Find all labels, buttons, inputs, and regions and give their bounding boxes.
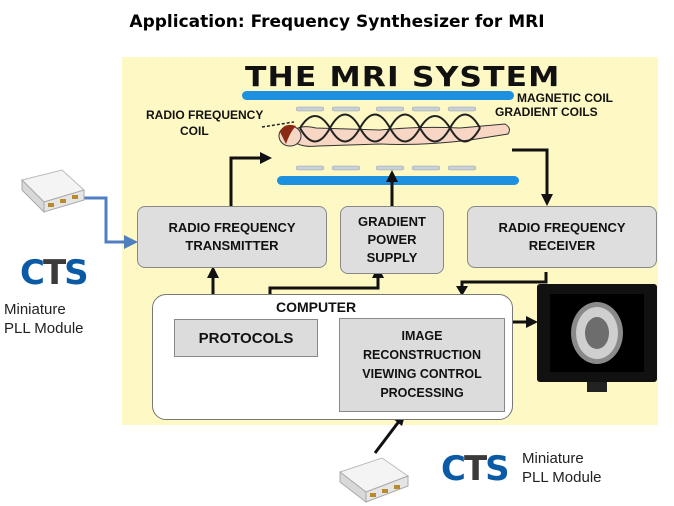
- module-1-line2: PLL Module: [4, 320, 84, 337]
- pll-chip-1: [21, 169, 85, 214]
- rf-transmitter-line1: RADIO FREQUENCY: [168, 220, 296, 235]
- arrow-heads: [207, 152, 553, 328]
- gradient-line1: GRADIENT: [358, 214, 426, 229]
- gradient-line3: SUPPLY: [366, 250, 418, 265]
- module-label-2: Miniature PLL Module: [522, 449, 602, 487]
- image-line1: IMAGE: [401, 329, 443, 343]
- monitor-icon: [537, 284, 657, 392]
- rf-transmitter-block: RADIO FREQUENCY TRANSMITTER: [137, 206, 327, 268]
- module-2-line2: PLL Module: [522, 469, 602, 486]
- pll-to-image-arrow: [373, 419, 402, 454]
- cts-logo-t: T: [42, 253, 66, 293]
- module-1-line1: Miniature: [4, 301, 66, 318]
- module-2-line1: Miniature: [522, 450, 584, 467]
- cts-logo-2: CTS: [441, 449, 510, 489]
- computer-label: COMPUTER: [276, 299, 357, 315]
- image-line2: RECONSTRUCTION: [362, 348, 482, 362]
- magnetic-coil-label: MAGNETIC COIL: [517, 91, 613, 105]
- mri-system-heading: THE MRI SYSTEM: [245, 60, 561, 93]
- cts-logo-s: S: [64, 253, 88, 293]
- rf-transmitter-line2: TRANSMITTER: [185, 238, 279, 253]
- magnetic-coil-bottom: [277, 176, 519, 185]
- gradient-coils-label: GRADIENT COILS: [495, 105, 598, 119]
- image-line3: VIEWING CONTROL: [362, 367, 482, 381]
- pll-to-transmitter-arrow: [82, 196, 126, 244]
- cts-logo-1: CTS: [20, 253, 89, 293]
- gradient-coil-segments: [295, 106, 477, 171]
- image-processing-block: IMAGE RECONSTRUCTION VIEWING CONTROL PRO…: [339, 318, 505, 412]
- pll-chip-2: [338, 457, 410, 504]
- rf-receiver-line1: RADIO FREQUENCY: [498, 220, 626, 235]
- magnetic-coil-top: [242, 91, 514, 100]
- rf-coil-label-line1: RADIO FREQUENCY: [146, 108, 264, 122]
- cts-logo-c: C: [441, 449, 466, 489]
- cts-logo-t: T: [463, 449, 487, 489]
- cts-logo-s: S: [485, 449, 509, 489]
- image-line4: PROCESSING: [380, 386, 464, 400]
- protocols-block: PROTOCOLS: [174, 319, 318, 357]
- rf-receiver-line2: RECEIVER: [528, 238, 596, 253]
- cts-logo-c: C: [20, 253, 45, 293]
- gradient-line2: POWER: [367, 232, 417, 247]
- rf-coil-label-line2: COIL: [180, 124, 209, 138]
- gradient-power-supply-block: GRADIENT POWER SUPPLY: [340, 206, 444, 274]
- slide-title: Application: Frequency Synthesizer for M…: [129, 12, 545, 32]
- module-label-1: Miniature PLL Module: [4, 300, 84, 338]
- rf-receiver-block: RADIO FREQUENCY RECEIVER: [467, 206, 657, 268]
